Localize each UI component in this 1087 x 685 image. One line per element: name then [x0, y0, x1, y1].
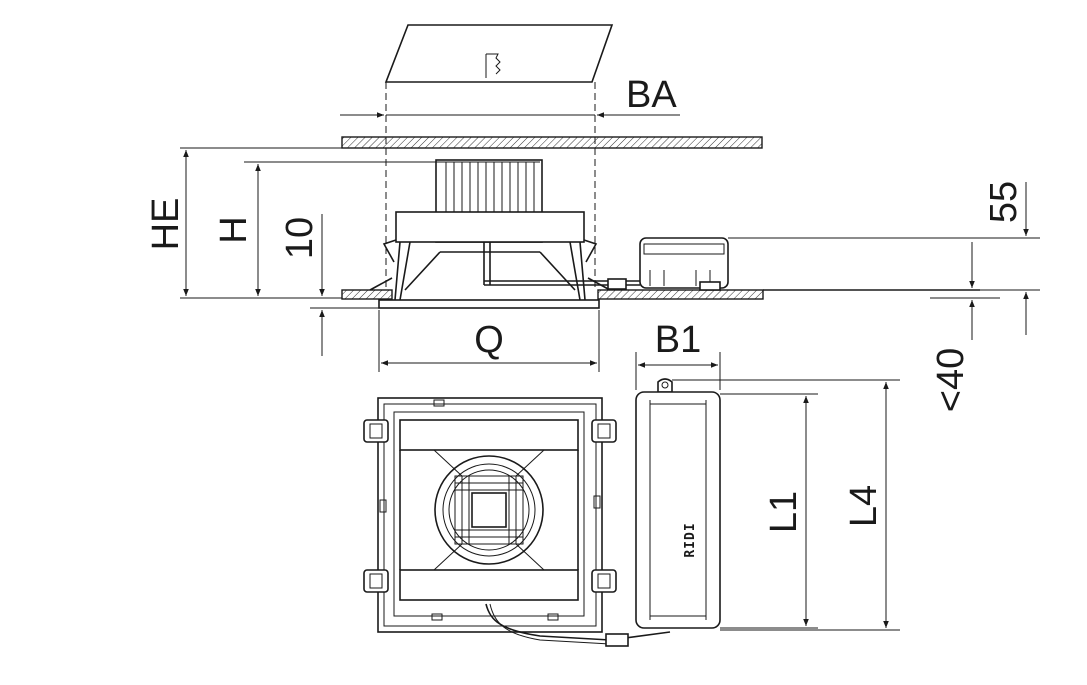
clip-bl: [363, 569, 389, 593]
dim-L4: L4: [843, 485, 885, 527]
dim-BA: BA: [626, 74, 677, 116]
dim-10: 10: [279, 217, 321, 259]
dim-H: H: [213, 216, 255, 243]
heat-sink-top: [434, 455, 544, 565]
upper-ceiling: [341, 136, 763, 149]
brand-logo: RIDI: [683, 522, 698, 557]
cable: [485, 603, 671, 641]
side-view: HE H 10 BA Q 55 <40: [145, 24, 1040, 412]
dim-L1: L1: [763, 491, 805, 533]
clip-tl: [363, 419, 389, 443]
top-view: [363, 397, 671, 647]
ceiling-right: [597, 289, 764, 300]
clip-br: [591, 569, 617, 593]
bezel: [378, 299, 600, 309]
housing: [369, 211, 640, 301]
driver-top: RIDI B1 L1 L4: [635, 319, 900, 631]
dim-HE: HE: [145, 198, 187, 251]
dim-lt40: <40: [930, 348, 972, 412]
dim-B1: B1: [655, 319, 701, 361]
mounting-bracket: [384, 24, 614, 83]
bracket-symbol: [485, 53, 501, 78]
ceiling-left: [341, 289, 393, 300]
driver-side: [607, 237, 729, 291]
clip-tr: [591, 419, 617, 443]
dim-Q: Q: [474, 319, 504, 361]
dim-55: 55: [983, 181, 1025, 223]
